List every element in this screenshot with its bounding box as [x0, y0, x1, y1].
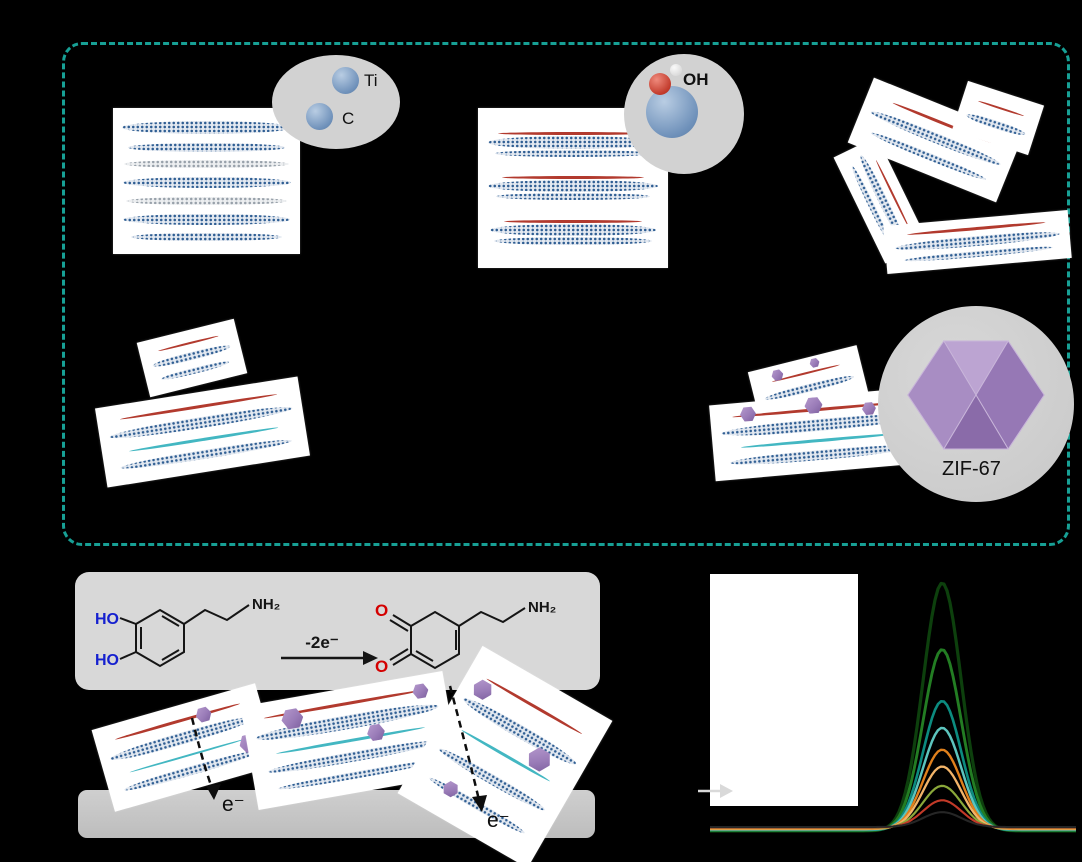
- hydrogen-atom-icon: [670, 64, 682, 76]
- hydroxyl-label: HO: [95, 652, 119, 669]
- chart-backdrop: [710, 574, 858, 806]
- chart-curve-curve-1: [710, 581, 1076, 833]
- chart-curve-curve-3: [710, 699, 1076, 832]
- oh-termination-line: [503, 219, 643, 223]
- atomic-layer: [254, 699, 440, 746]
- atomic-layer: [494, 149, 652, 157]
- max-phase-panel: [113, 108, 300, 254]
- carbonyl-label: O: [375, 601, 388, 620]
- oh-termination-line: [498, 131, 648, 135]
- amine-label: NH₂: [252, 596, 280, 613]
- electron-label: e⁻: [222, 793, 245, 816]
- ti-atom-icon: [332, 67, 359, 94]
- synthesis-scheme-box: [62, 42, 1070, 546]
- quinone-structure: [389, 607, 526, 670]
- chart-curve-curve-9: [710, 811, 1076, 829]
- zif-67-inset: ZIF-67: [878, 306, 1074, 502]
- electron-transfer-label: -2e⁻: [305, 633, 339, 652]
- reaction-scheme: HO HO NH₂ -2e⁻ O O NH₂: [95, 596, 556, 676]
- electron-label: e⁻: [487, 809, 510, 832]
- ti-atom-icon: [646, 86, 698, 138]
- atomic-layer: [121, 120, 292, 134]
- atom-legend-inset: Ti C: [272, 55, 400, 149]
- atomic-layer: [493, 236, 653, 245]
- max-layer-stack: [113, 108, 300, 254]
- aluminum-layer: [124, 160, 289, 169]
- c-label: C: [342, 109, 355, 128]
- atomic-layer: [460, 693, 580, 770]
- reaction-arrowhead: [363, 651, 378, 665]
- oh-termination-line: [501, 176, 645, 179]
- carbonyl-label: O: [375, 657, 388, 676]
- atomic-layer: [123, 213, 290, 225]
- atomic-layer: [490, 223, 656, 236]
- oh-label: OH: [683, 70, 709, 89]
- amine-label: NH₂: [528, 599, 556, 616]
- multilayer-mxene-panel: [478, 108, 668, 268]
- chart-curve-curve-5: [710, 748, 1076, 831]
- atomic-layer: [122, 177, 291, 188]
- atomic-layer: [495, 193, 651, 200]
- atomic-layer: [131, 233, 282, 242]
- zif-67-label: ZIF-67: [942, 458, 1001, 480]
- mxene-sheet: [484, 176, 662, 200]
- atomic-layer: [108, 403, 294, 443]
- mxene-sheet: [484, 131, 662, 157]
- atomic-layer: [487, 135, 659, 149]
- mxene-layer-stack: [478, 108, 668, 268]
- hydroxyl-label: HO: [95, 611, 119, 628]
- dpv-peaks-chart: [710, 581, 1076, 833]
- ti-label: Ti: [364, 71, 378, 90]
- chart-curve-curve-2: [710, 648, 1076, 832]
- zif-67-polyhedron: [907, 340, 1045, 450]
- mxene-sheet: [484, 219, 662, 245]
- atomic-layer: [127, 142, 286, 152]
- atomic-layer: [488, 180, 658, 192]
- oh-termination-line: [978, 100, 1024, 118]
- oxygen-atom-icon: [649, 73, 671, 95]
- chart-curve-curve-4: [710, 726, 1076, 831]
- c-atom-icon: [306, 103, 333, 130]
- aluminum-layer: [126, 196, 287, 205]
- dopamine-structure: [119, 604, 250, 668]
- oh-termination-inset: OH: [624, 54, 744, 174]
